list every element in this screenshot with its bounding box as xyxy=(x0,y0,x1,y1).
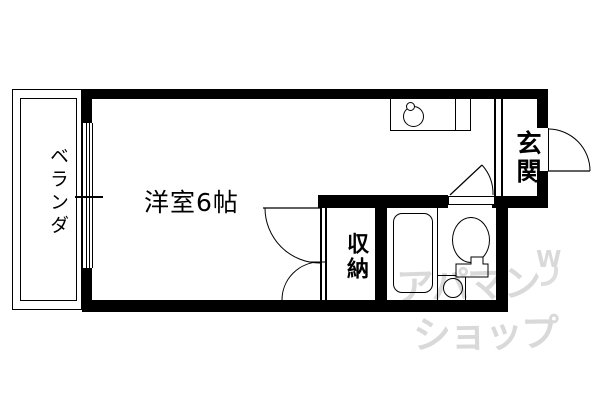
bathroom-door-arc xyxy=(481,164,494,196)
window-center-tick xyxy=(75,196,103,198)
wall-bottom xyxy=(82,300,508,312)
veranda-label: ベランダ xyxy=(47,146,69,238)
window-line-4 xyxy=(91,123,93,268)
wall-right-upper xyxy=(537,89,548,128)
wall-right-mid xyxy=(537,171,548,208)
bath-toilet-divider xyxy=(437,207,438,300)
entrance-partition-line-1 xyxy=(493,99,496,196)
wall-closet-bath xyxy=(375,195,387,312)
toilet-bowl-icon xyxy=(452,217,490,263)
closet-door-arc-top xyxy=(264,207,321,264)
bathroom-door-leaf xyxy=(449,164,483,196)
window-line-2 xyxy=(85,123,87,268)
main-room-label: 洋室6帖 xyxy=(144,188,239,217)
washbasin-bowl-icon xyxy=(443,278,463,298)
wall-left-upper xyxy=(82,89,92,123)
stove-knob-icon xyxy=(406,102,415,111)
closet-label: 収納 xyxy=(343,232,368,282)
entrance-label: 玄関 xyxy=(513,130,542,186)
window-line-1 xyxy=(82,123,83,268)
wall-bath-right xyxy=(496,196,508,312)
entrance-partition-line-2 xyxy=(500,99,503,196)
entrance-door-arc xyxy=(548,128,591,172)
closet-door-arc-bottom xyxy=(281,261,321,301)
wall-left-lower xyxy=(82,268,92,312)
watermark-logo-letter: W xyxy=(536,247,562,273)
closet-front-line-2 xyxy=(325,207,327,300)
watermark-logo-curve-icon xyxy=(541,267,558,286)
kitchen-counter-divider xyxy=(455,98,456,131)
closet-front-line-1 xyxy=(320,207,322,300)
veranda-inner-rail xyxy=(20,98,77,301)
wall-top xyxy=(82,89,548,99)
bathroom-door-threshold xyxy=(448,196,495,205)
window-line-3 xyxy=(89,123,90,268)
bathtub-icon xyxy=(393,213,433,293)
